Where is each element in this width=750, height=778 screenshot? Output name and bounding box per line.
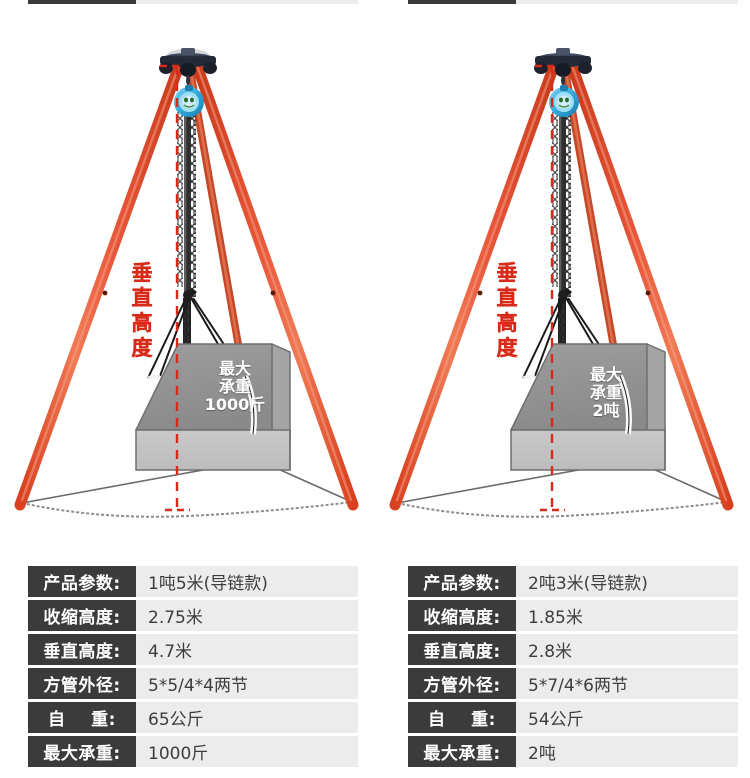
spec-key: 最大承重: (408, 736, 516, 767)
spec-value: 2.75米 (136, 600, 358, 631)
vertical-height-char: 垂 (131, 261, 153, 285)
load-capacity-line: 最大 (589, 365, 622, 384)
spec-value: 5*7/4*6两节 (516, 668, 738, 699)
tripod-illustration-2-ton (375, 8, 750, 558)
table-row: 垂直高度: 2.8米 (408, 634, 738, 665)
table-row: 方管外径: 5*5/4*4两节 (28, 668, 358, 699)
load-capacity-label-2-ton: 最大 承重 2吨 (556, 366, 656, 420)
table-row: 产品参数: 2吨3米(导链款) (408, 566, 738, 597)
table-row: 产品参数: 1吨5米(导链款) (28, 566, 358, 597)
illustration-area: 垂 直 高 度 垂 直 高 度 最大 承重 1000斤 最大 承重 2吨 (0, 8, 750, 558)
spec-key: 收缩高度: (28, 600, 136, 631)
spec-value: 2吨 (516, 736, 738, 767)
spec-key: 自 重: (28, 702, 136, 733)
cropped-row-key-right (408, 0, 516, 4)
spec-key: 产品参数: (408, 566, 516, 597)
spec-value: 2.8米 (516, 634, 738, 665)
top-cropped-row-remnant (0, 0, 750, 6)
table-row: 自 重: 54公斤 (408, 702, 738, 733)
spec-key: 垂直高度: (408, 634, 516, 665)
load-capacity-line: 承重 (589, 383, 622, 402)
table-row: 最大承重: 2吨 (408, 736, 738, 767)
spec-value: 2吨3米(导链款) (516, 566, 738, 597)
load-capacity-label-1-ton: 最大 承重 1000斤 (185, 360, 285, 414)
vertical-height-char: 度 (131, 336, 153, 360)
spec-value: 65公斤 (136, 702, 358, 733)
table-row: 垂直高度: 4.7米 (28, 634, 358, 665)
spec-table-1-ton: 产品参数: 1吨5米(导链款) 收缩高度: 2.75米 垂直高度: 4.7米 方… (28, 566, 358, 767)
spec-value: 1吨5米(导链款) (136, 566, 358, 597)
vertical-height-char: 直 (131, 286, 153, 310)
cropped-row-bg-left (28, 0, 358, 4)
spec-table-2-ton: 产品参数: 2吨3米(导链款) 收缩高度: 1.85米 垂直高度: 2.8米 方… (408, 566, 738, 767)
load-capacity-line: 最大 (218, 359, 251, 378)
load-capacity-line: 1000斤 (204, 395, 266, 414)
table-row: 方管外径: 5*7/4*6两节 (408, 668, 738, 699)
cropped-row-key-left (28, 0, 136, 4)
spec-key: 最大承重: (28, 736, 136, 767)
spec-tables-area: 产品参数: 1吨5米(导链款) 收缩高度: 2.75米 垂直高度: 4.7米 方… (0, 566, 750, 778)
spec-key: 产品参数: (28, 566, 136, 597)
cropped-row-bg-right (408, 0, 738, 4)
vertical-height-label-1-ton: 垂 直 高 度 (131, 261, 153, 361)
load-capacity-line: 承重 (218, 377, 251, 396)
spec-value: 1.85米 (516, 600, 738, 631)
table-row: 自 重: 65公斤 (28, 702, 358, 733)
table-row: 最大承重: 1000斤 (28, 736, 358, 767)
spec-value: 4.7米 (136, 634, 358, 665)
table-row: 收缩高度: 2.75米 (28, 600, 358, 631)
spec-value: 1000斤 (136, 736, 358, 767)
vertical-height-char: 高 (131, 311, 153, 335)
vertical-height-char: 垂 (496, 261, 518, 285)
table-row: 收缩高度: 1.85米 (408, 600, 738, 631)
spec-key: 收缩高度: (408, 600, 516, 631)
vertical-height-char: 度 (496, 336, 518, 360)
spec-value: 54公斤 (516, 702, 738, 733)
tripod-illustration-1-ton (0, 8, 375, 558)
spec-key: 垂直高度: (28, 634, 136, 665)
load-capacity-line: 2吨 (592, 401, 620, 420)
vertical-height-char: 高 (496, 311, 518, 335)
spec-key: 自 重: (408, 702, 516, 733)
vertical-height-label-2-ton: 垂 直 高 度 (496, 261, 518, 361)
spec-key: 方管外径: (28, 668, 136, 699)
vertical-height-char: 直 (496, 286, 518, 310)
spec-key: 方管外径: (408, 668, 516, 699)
spec-value: 5*5/4*4两节 (136, 668, 358, 699)
